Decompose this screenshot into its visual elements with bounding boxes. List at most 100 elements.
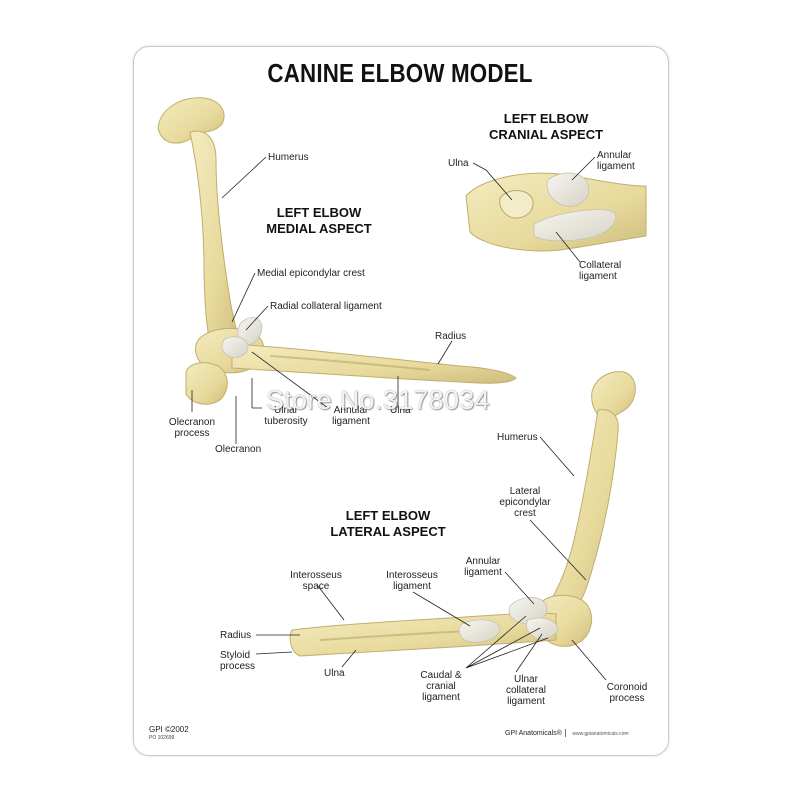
label-radial-collateral-ligament: Radial collateral ligament xyxy=(270,301,382,312)
medial-humerus-shaft xyxy=(189,130,241,353)
label-lateral-epicondylar-crest: Lateral epicondylar crest xyxy=(492,486,558,519)
label-ulnar-tuberosity: Ulnar tuberosity xyxy=(258,405,314,427)
label-medial-annular-line-2: ligament xyxy=(332,416,370,427)
label-ulnar-collateral-line-2: collateral xyxy=(505,685,547,696)
leader-cranial-collateral xyxy=(555,231,581,263)
label-styloid-line-1: Styloid xyxy=(220,650,251,661)
label-interosseus-space-line-1: Interosseus xyxy=(290,570,342,581)
lateral-collateral-ligament xyxy=(526,617,559,639)
label-coronoid-line-1: Coronoid xyxy=(606,682,648,693)
label-medial-annular-ligament: Annular ligament xyxy=(326,405,376,427)
leader-medial-humerus xyxy=(221,156,267,199)
leader-lateral-styloid xyxy=(255,651,293,655)
footer-copyright-text: GPI ©2002 xyxy=(149,725,189,734)
label-lateral-epicondylar-line-3: crest xyxy=(514,508,536,519)
label-caudal-cranial-line-3: ligament xyxy=(422,692,460,703)
leader-lateral-epicondylar xyxy=(529,519,587,581)
footer-separator xyxy=(564,729,566,737)
lateral-heading-line-2: LATERAL ASPECT xyxy=(330,524,446,539)
label-ulnar-collateral-ligament: Ulnar collateral ligament xyxy=(496,674,556,707)
cranial-collateral-ligament xyxy=(533,209,616,242)
leader-lateral-ulnar-collateral xyxy=(515,633,543,673)
store-watermark: Store No.3178034 xyxy=(266,385,490,415)
label-ulnar-collateral-line-3: ligament xyxy=(507,696,545,707)
medial-annular-ligament xyxy=(221,336,249,358)
label-olecranon-process-line-2: process xyxy=(174,428,210,439)
label-cranial-ulna: Ulna xyxy=(448,158,469,169)
label-styloid-line-2: process xyxy=(220,661,256,672)
label-medial-radius: Radius xyxy=(435,331,467,342)
label-medial-ulna: Ulna xyxy=(390,405,411,416)
medial-humerus-head xyxy=(157,97,225,144)
label-interosseus-ligament-line-2: ligament xyxy=(393,581,431,592)
label-caudal-cranial-ligament: Caudal & cranial ligament xyxy=(412,670,470,703)
leader-lateral-humerus xyxy=(539,436,575,477)
label-cranial-annular-line-1: Annular xyxy=(597,150,632,161)
leader-medial-epicondylar xyxy=(231,272,256,323)
lateral-annular-ligament xyxy=(508,597,548,625)
label-lateral-epicondylar-line-1: Lateral xyxy=(509,486,541,497)
medial-heading: LEFT ELBOW MEDIAL ASPECT xyxy=(258,205,380,237)
leader-cranial-annular xyxy=(571,156,596,181)
leader-lateral-caudal-cranial xyxy=(465,615,549,669)
page-title: CANINE ELBOW MODEL xyxy=(267,58,533,88)
footer-brand: GPI Anatomicals® xyxy=(505,729,562,737)
label-caudal-cranial-line-2: cranial xyxy=(426,681,456,692)
leader-lateral-interosseus-space xyxy=(317,585,345,621)
label-coronoid-line-2: process xyxy=(609,693,645,704)
leader-lateral-ulna xyxy=(341,649,357,668)
medial-interosseus-gap xyxy=(269,355,431,371)
label-olecranon-process-line-1: Olecranon xyxy=(168,417,216,428)
label-cranial-collateral-line-2: ligament xyxy=(579,271,617,282)
label-olecranon-process: Olecranon process xyxy=(164,417,220,439)
leader-lateral-coronoid xyxy=(571,639,607,681)
footer-copyright: GPI ©2002 PO 102699 xyxy=(149,726,189,742)
label-lateral-radius: Radius xyxy=(220,630,252,641)
medial-heading-line-1: LEFT ELBOW xyxy=(276,205,362,220)
cranial-elbow-model xyxy=(465,172,647,252)
label-coronoid-process: Coronoid process xyxy=(598,682,656,704)
label-interosseus-space: Interosseus space xyxy=(284,570,348,592)
lateral-elbow-model xyxy=(289,371,636,657)
leader-medial-ulnar-tuberosity xyxy=(251,378,262,409)
label-ulnar-tuberosity-line-1: Ulnar xyxy=(274,405,298,416)
label-lateral-humerus: Humerus xyxy=(497,432,538,443)
leader-lines xyxy=(191,156,607,681)
label-cranial-annular-line-2: ligament xyxy=(597,161,635,172)
label-lateral-annular-line-1: Annular xyxy=(465,556,501,567)
lateral-heading: LEFT ELBOW LATERAL ASPECT xyxy=(326,508,450,540)
cranial-annular-ligament xyxy=(546,172,590,207)
label-medial-humerus: Humerus xyxy=(268,152,309,163)
label-interosseus-ligament: Interosseus ligament xyxy=(380,570,444,592)
label-ulnar-collateral-line-1: Ulnar xyxy=(514,674,538,685)
label-interosseus-space-line-2: space xyxy=(302,581,330,592)
lateral-humerus-shaft xyxy=(547,409,619,613)
medial-olecranon xyxy=(185,362,228,405)
footer-url: www.gpianatomicals.com xyxy=(572,730,629,737)
label-medial-epicondylar-crest: Medial epicondylar crest xyxy=(257,268,365,279)
leader-cranial-ulna xyxy=(472,162,513,201)
cranial-heading-line-1: LEFT ELBOW xyxy=(503,111,589,126)
label-lateral-ulna: Ulna xyxy=(324,668,345,679)
cranial-ulna-notch xyxy=(499,190,534,219)
label-lateral-annular-ligament: Annular ligament xyxy=(456,556,510,578)
medial-elbow-model xyxy=(157,97,517,405)
footer-po-number: PO 102699 xyxy=(149,735,175,741)
footer-brand-block: GPI Anatomicals® www.gpianatomicals.com xyxy=(505,729,629,737)
label-cranial-annular-ligament: Annular ligament xyxy=(597,150,635,172)
label-interosseus-ligament-line-1: Interosseus xyxy=(386,570,438,581)
leader-lateral-interosseus-ligament xyxy=(412,591,471,627)
leader-lateral-annular xyxy=(504,571,535,605)
medial-heading-line-2: MEDIAL ASPECT xyxy=(266,221,372,236)
cranial-heading: LEFT ELBOW CRANIAL ASPECT xyxy=(484,111,608,143)
medial-radial-ligament xyxy=(237,317,263,346)
label-medial-annular-line-1: Annular xyxy=(333,405,369,416)
label-styloid-process: Styloid process xyxy=(220,650,255,672)
label-lateral-epicondylar-line-2: epicondylar xyxy=(499,497,551,508)
leader-medial-annular-ligament xyxy=(251,351,329,409)
label-caudal-cranial-line-1: Caudal & xyxy=(420,670,462,681)
cranial-heading-line-2: CRANIAL ASPECT xyxy=(488,127,604,142)
label-medial-olecranon: Olecranon xyxy=(215,444,262,455)
label-lateral-annular-line-2: ligament xyxy=(464,567,502,578)
